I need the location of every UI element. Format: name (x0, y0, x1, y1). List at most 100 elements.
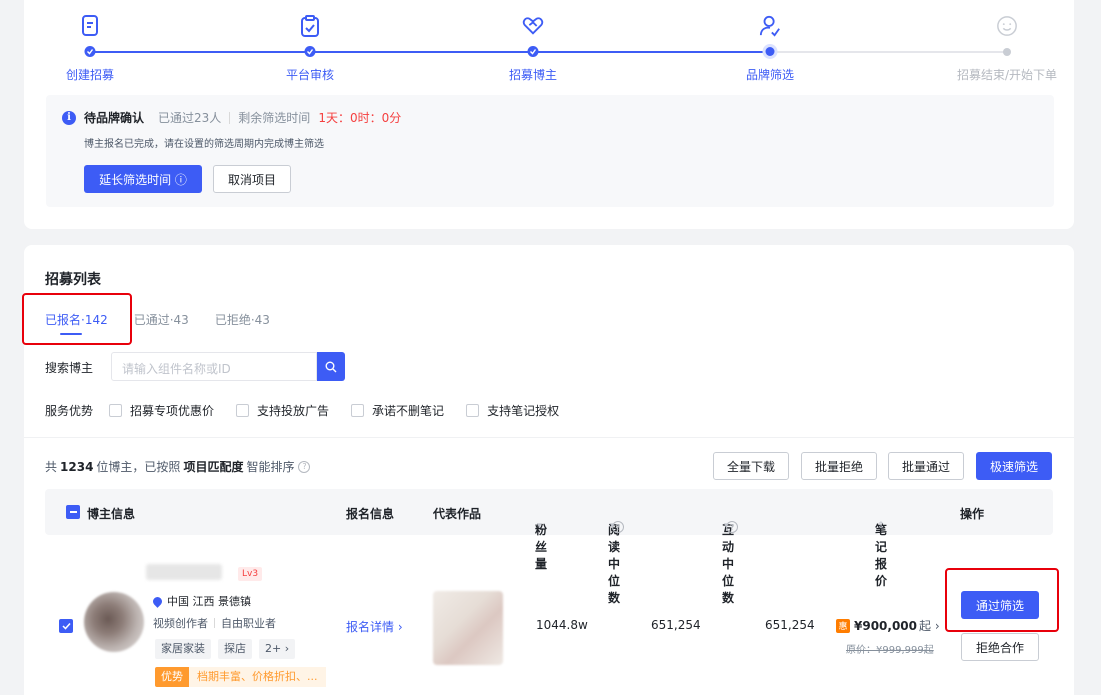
check-icon (87, 49, 94, 55)
filter-label: 承诺不删笔记 (372, 404, 445, 418)
check-icon (307, 49, 314, 55)
search-button[interactable] (317, 352, 345, 381)
check-icon (61, 622, 71, 630)
divider (214, 618, 215, 628)
col-ops: 操作 (960, 507, 985, 521)
roles: 视频创作者 自由职业者 (153, 615, 276, 631)
read-median-value: 651,254 (651, 618, 701, 632)
document-icon (82, 15, 98, 36)
user-check-icon (759, 15, 780, 37)
sort-icon: ▾ (610, 521, 615, 531)
fans-value: 1044.8w (536, 618, 588, 632)
total-count: 1234 (60, 459, 94, 474)
checkbox[interactable] (236, 404, 250, 417)
row-checkbox[interactable] (59, 619, 73, 633)
extend-time-button[interactable]: 延长筛选时间 ⓘ (84, 165, 202, 193)
price-unit: 起 › (919, 619, 940, 633)
original-price: 原价：¥999,999起 (846, 645, 934, 656)
work-thumbnail[interactable] (433, 591, 503, 665)
more-tags[interactable]: 2+ › (259, 639, 296, 659)
notice-title: 待品牌确认 (84, 111, 145, 125)
step-label: 招募博主 (508, 68, 557, 82)
filter-label: 支持投放广告 (257, 404, 330, 418)
smile-icon (997, 16, 1017, 36)
role-tag: 自由职业者 (221, 617, 276, 630)
col-blogger: 博主信息 (87, 507, 136, 521)
discount-badge: 惠 (836, 618, 850, 633)
col-works: 代表作品 (433, 507, 482, 521)
filter-ads[interactable]: 支持投放广告 (236, 402, 329, 419)
filter-authorize[interactable]: 支持笔记授权 (466, 402, 559, 419)
level-badge: Lv3 (238, 567, 263, 581)
location-text: 中国 江西 景德镇 (167, 595, 251, 608)
status-tabs: 已报名·142 已通过·43 已拒绝·43 (45, 311, 296, 335)
clipboard-check-icon (301, 15, 319, 37)
total-mid: 位博主，已按照 (96, 460, 181, 474)
remaining-label: 剩余筛选时间 (238, 111, 311, 125)
tag: 探店 (218, 639, 252, 659)
total-summary: 共 1234 位博主，已按照 项目匹配度 智能排序 ? (45, 458, 311, 475)
search-input[interactable]: 请输入组件名称或ID (111, 352, 317, 381)
brand-confirm-notice: i 待品牌确认 已通过23人 剩余筛选时间 1天：0时：0分 博主报名已完成，请… (46, 95, 1054, 207)
signup-detail-link[interactable]: 报名详情 › (346, 620, 403, 634)
passed-count: 已通过23人 (158, 111, 222, 125)
countdown: 1天：0时：0分 (318, 111, 402, 125)
step-line-done (90, 51, 774, 53)
help-icon: ? (612, 521, 624, 533)
total-suffix: 智能排序 (246, 460, 295, 474)
advantage-value: 档期丰富、价格折扣、... (189, 667, 326, 687)
tab-rejected[interactable]: 已拒绝·43 (214, 313, 270, 327)
tab-passed[interactable]: 已通过·43 (133, 313, 189, 327)
sort-basis: 项目匹配度 (183, 460, 244, 474)
blogger-name-blurred (146, 564, 222, 580)
total-prefix: 共 (45, 460, 58, 474)
step-dot (304, 46, 316, 57)
col-price-label: 笔记报价 (875, 523, 888, 588)
download-all-button[interactable]: 全量下载 (713, 452, 789, 480)
avatar[interactable] (84, 592, 144, 652)
info-icon: i (62, 110, 76, 125)
reject-cooperation-button[interactable]: 拒绝合作 (961, 633, 1039, 661)
tag: 家居家装 (155, 639, 211, 659)
help-icon[interactable]: ? (298, 460, 311, 473)
step-label: 招募结束/开始下单 (956, 68, 1058, 82)
price[interactable]: 惠 ¥900,000 起 › (836, 617, 940, 634)
notice-description: 博主报名已完成，请在设置的筛选周期内完成博主筛选 (84, 139, 324, 150)
checkbox[interactable] (109, 404, 123, 417)
step-progress: 创建招募 平台审核 招募博主 (24, 0, 1074, 90)
divider (229, 111, 231, 124)
filter-discount[interactable]: 招募专项优惠价 (109, 402, 214, 419)
sort-icon: ▾ (724, 521, 729, 531)
col-read-label: 阅读中位数 (608, 523, 621, 605)
quick-filter-button[interactable]: 极速筛选 (976, 452, 1052, 480)
advantage-badge: 优势 档期丰富、价格折扣、... (155, 667, 326, 687)
filter-no-delete[interactable]: 承诺不删笔记 (351, 402, 444, 419)
batch-pass-button[interactable]: 批量通过 (888, 452, 964, 480)
step-dot (84, 46, 96, 57)
checkbox[interactable] (351, 404, 365, 417)
progress-card: 创建招募 平台审核 招募博主 (24, 0, 1074, 229)
advantage-key: 优势 (155, 667, 189, 687)
category-tags: 家居家装 探店 2+ › (155, 639, 302, 659)
search-label: 搜索博主 (45, 361, 94, 375)
help-icon: ? (726, 521, 738, 533)
batch-reject-button[interactable]: 批量拒绝 (801, 452, 877, 480)
step-label: 平台审核 (285, 68, 334, 82)
checkbox[interactable] (466, 404, 480, 417)
table-header: 博主信息 报名信息 代表作品 粉丝量▾ 阅读中位数 ?▾ 互动中位数 ?▾ 笔记… (45, 489, 1053, 605)
cancel-project-button[interactable]: 取消项目 (213, 165, 291, 193)
location-pin-icon (151, 594, 164, 608)
interact-median-value: 651,254 (765, 618, 815, 632)
filter-label: 招募专项优惠价 (130, 404, 215, 418)
divider (24, 437, 1074, 438)
tab-applied[interactable]: 已报名·142 (45, 313, 108, 335)
select-all-checkbox[interactable] (66, 505, 80, 519)
check-icon (530, 49, 537, 55)
service-filter: 服务优势 招募专项优惠价 支持投放广告 承诺不删笔记 支持笔记授权 (45, 402, 581, 419)
col-fans-label: 粉丝量 (535, 523, 548, 571)
handshake-icon (522, 17, 544, 35)
location: 中国 江西 景德镇 (151, 593, 251, 609)
step-dot-pending (1003, 48, 1011, 56)
pass-filter-button[interactable]: 通过筛选 (961, 591, 1039, 619)
role-tag: 视频创作者 (153, 617, 208, 630)
